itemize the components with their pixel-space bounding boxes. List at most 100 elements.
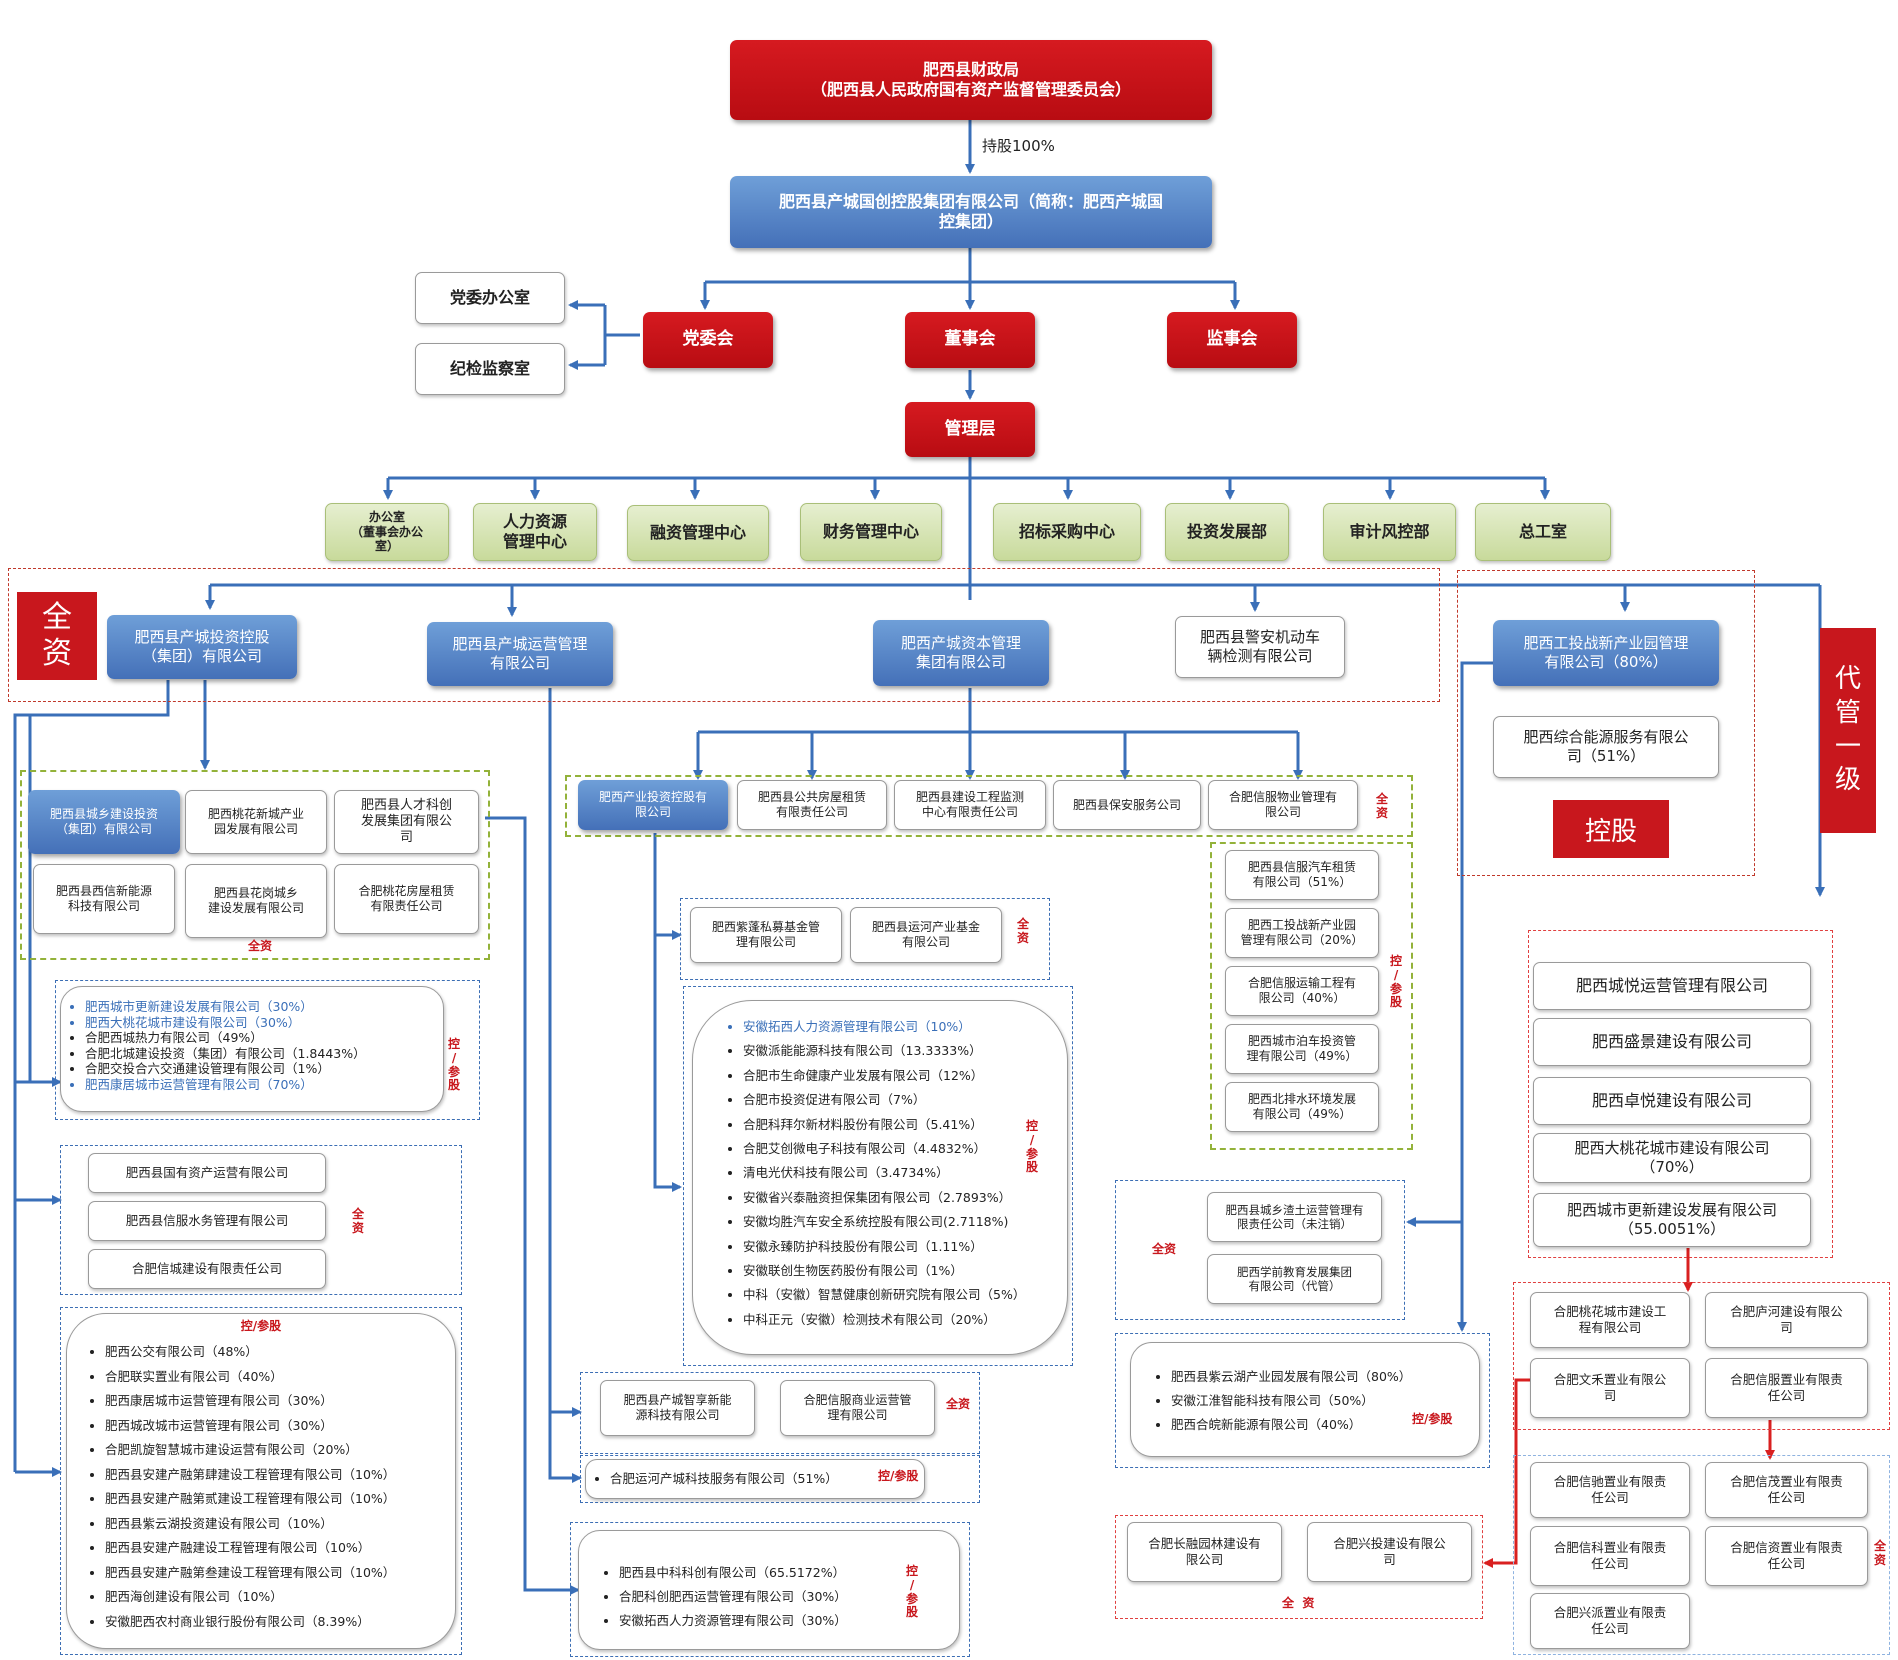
invest-sub-1[interactable]: 肥西县城乡建设投资 （集团）有限公司 (28, 790, 180, 854)
invest-ctrl2-item[interactable]: 合肥联实置业有限公司（40%） (105, 1365, 455, 1390)
capital-sub-2[interactable]: 肥西县公共房屋租赁 有限责任公司 (737, 780, 887, 830)
capital-sub-3[interactable]: 肥西县建设工程监测 中心有限责任公司 (894, 780, 1046, 830)
invest-sub-6[interactable]: 合肥桃花房屋租赁 有限责任公司 (334, 864, 479, 934)
managed-3[interactable]: 肥西卓悦建设有限公司 (1533, 1077, 1811, 1125)
invest-full2-1[interactable]: 肥西县国有资产运营有限公司 (88, 1153, 326, 1193)
invest-ctrl-item[interactable]: 合肥北城建设投资（集团）有限公司（1.8443%） (85, 1046, 443, 1062)
ops-ctrl-item[interactable]: 合肥运河产城科技服务有限公司（51%） (610, 1469, 924, 1489)
industry-ctrl-item[interactable]: 合肥市生命健康产业发展有限公司（12%） (743, 1064, 1067, 1088)
industry-ctrl-item[interactable]: 安徽均胜汽车安全系统控股有限公司(2.7118%) (743, 1210, 1067, 1234)
invest-sub-5[interactable]: 肥西县花岗城乡 建设发展有限公司 (185, 864, 327, 938)
invest-ctrl2-item[interactable]: 肥西县安建产融第叁建设工程管理有限公司（10%） (105, 1561, 455, 1586)
invest-ctrl2-item[interactable]: 安徽肥西农村商业银行股份有限公司（8.39%） (105, 1610, 455, 1635)
invest-ctrl2-item[interactable]: 肥西县安建产融第肆建设工程管理有限公司（10%） (105, 1463, 455, 1488)
invest-sub-3[interactable]: 肥西县人才科创 发展集团有限公 司 (334, 790, 479, 854)
invest-ctrl-item[interactable]: 肥西大桃花城市建设有限公司（30%） (85, 1015, 443, 1031)
industry-fund-2[interactable]: 肥西县运河产业基金 有限公司 (850, 907, 1002, 963)
invest-ctrl2-item[interactable]: 肥西县安建产融建设工程管理有限公司（10%） (105, 1536, 455, 1561)
dept-audit[interactable]: 审计风控部 (1323, 503, 1456, 561)
finance-bureau-node[interactable]: 肥西县财政局 （肥西县人民政府国有资产监督管理委员会） (730, 40, 1212, 120)
ops-ctrl2-item[interactable]: 安徽拓西人力资源管理有限公司（30%） (619, 1609, 959, 1633)
dept-hr[interactable]: 人力资源 管理中心 (473, 503, 597, 561)
invest-ctrl-item[interactable]: 肥西康居城市运营管理有限公司（70%） (85, 1077, 443, 1093)
industry-ctrl-item[interactable]: 安徽省兴泰融资担保集团有限公司（2.7893%） (743, 1186, 1067, 1210)
party-office-node[interactable]: 党委办公室 (415, 272, 565, 324)
industry-ctrl-item[interactable]: 安徽派能能源科技有限公司（13.3333%） (743, 1039, 1067, 1063)
managed-sub-2[interactable]: 合肥庐河建设有限公 司 (1705, 1292, 1868, 1348)
ops-sub-2[interactable]: 合肥信服商业运营管 理有限公司 (780, 1380, 935, 1436)
invest-ctrl-item[interactable]: 合肥西城热力有限公司（49%） (85, 1030, 443, 1046)
discipline-office-node[interactable]: 纪检监察室 (415, 343, 565, 395)
capital-ctrl-4[interactable]: 肥西城市泊车投资管 理有限公司（49%） (1225, 1024, 1379, 1074)
invest-sub-2[interactable]: 肥西桃花新城产业 园发展有限公司 (185, 790, 327, 854)
invest-ctrl2-item[interactable]: 肥西县安建产融第贰建设工程管理有限公司（10%） (105, 1487, 455, 1512)
managed-4[interactable]: 肥西大桃花城市建设有限公司 （70%） (1533, 1133, 1811, 1183)
capital-ctrl2-item[interactable]: 肥西合皖新能源有限公司（40%） (1171, 1413, 1479, 1437)
managed-sub2-1[interactable]: 合肥信驰置业有限责 任公司 (1530, 1462, 1690, 1518)
capital-cancel-2[interactable]: 肥西学前教育发展集团 有限公司（代管） (1207, 1254, 1382, 1304)
managed-left-2[interactable]: 合肥兴投建设有限公 司 (1307, 1522, 1472, 1582)
managed-sub2-2[interactable]: 合肥信茂置业有限责 任公司 (1705, 1462, 1868, 1518)
dept-office[interactable]: 办公室 （董事会办公 室） (325, 503, 449, 561)
invest-ctrl2-item[interactable]: 肥西海创建设有限公司（10%） (105, 1585, 455, 1610)
dept-investment[interactable]: 投资发展部 (1165, 503, 1289, 561)
invest-ctrl2-item[interactable]: 合肥凯旋智慧城市建设运营有限公司（20%） (105, 1438, 455, 1463)
industry-ctrl-item[interactable]: 合肥市投资促进有限公司（7%） (743, 1088, 1067, 1112)
invest-ctrl2-item[interactable]: 肥西康居城市运营管理有限公司（30%） (105, 1389, 455, 1414)
managed-sub-1[interactable]: 合肥桃花城市建设工 程有限公司 (1530, 1292, 1690, 1348)
invest-ctrl2-item[interactable]: 肥西公交有限公司（48%） (105, 1340, 455, 1365)
capital-ctrl2-item[interactable]: 肥西县紫云湖产业园发展有限公司（80%） (1171, 1365, 1479, 1389)
invest-sub-4[interactable]: 肥西县西信新能源 科技有限公司 (33, 864, 175, 934)
vehicle-test-node[interactable]: 肥西县警安机动车 辆检测有限公司 (1175, 616, 1345, 678)
party-committee-node[interactable]: 党委会 (643, 312, 773, 368)
industry-ctrl-item[interactable]: 合肥艾创微电子科技有限公司（4.4832%） (743, 1137, 1067, 1161)
ops-ctrl2-item[interactable]: 合肥科创肥西运营管理有限公司（30%） (619, 1585, 959, 1609)
capital-mgmt-node[interactable]: 肥西产城资本管理 集团有限公司 (873, 620, 1049, 686)
board-node[interactable]: 董事会 (905, 312, 1035, 368)
managed-sub-3[interactable]: 合肥文禾置业有限公 司 (1530, 1358, 1690, 1418)
invest-ctrl2-item[interactable]: 肥西城改城市运营管理有限公司（30%） (105, 1414, 455, 1439)
capital-ctrl-2[interactable]: 肥西工投战新产业园 管理有限公司（20%） (1225, 908, 1379, 958)
capital-cancel-1[interactable]: 肥西县城乡渣土运营管理有 限责任公司（未注销） (1207, 1192, 1382, 1242)
managed-sub2-3[interactable]: 合肥信科置业有限责 任公司 (1530, 1526, 1690, 1586)
invest-ctrl2-item[interactable]: 肥西县紫云湖投资建设有限公司（10%） (105, 1512, 455, 1537)
invest-holding-node[interactable]: 肥西县产城投资控股 （集团）有限公司 (107, 615, 297, 679)
industry-ctrl-item[interactable]: 合肥科拜尔新材料股份有限公司（5.41%） (743, 1113, 1067, 1137)
dept-procurement[interactable]: 招标采购中心 (993, 503, 1141, 561)
industry-fund-1[interactable]: 肥西紫蓬私募基金管 理有限公司 (690, 907, 842, 963)
invest-full2-3[interactable]: 合肥信城建设有限责任公司 (88, 1249, 326, 1289)
invest-full2-2[interactable]: 肥西县信服水务管理有限公司 (88, 1201, 326, 1241)
capital-sub-4[interactable]: 肥西县保安服务公司 (1053, 780, 1201, 830)
ops-sub-1[interactable]: 肥西县产城智享新能 源科技有限公司 (600, 1380, 755, 1436)
invest-ctrl-item[interactable]: 肥西城市更新建设发展有限公司（30%） (85, 999, 443, 1015)
supervisory-board-node[interactable]: 监事会 (1167, 312, 1297, 368)
managed-sub2-5[interactable]: 合肥兴派置业有限责 任公司 (1530, 1593, 1690, 1649)
industry-ctrl-item[interactable]: 清电光伏科技有限公司（3.4734%） (743, 1161, 1067, 1185)
management-node[interactable]: 管理层 (905, 402, 1035, 457)
industry-ctrl-item[interactable]: 安徽拓西人力资源管理有限公司（10%） (743, 1015, 1067, 1039)
group-company-node[interactable]: 肥西县产城国创控股集团有限公司（简称：肥西产城国 控集团） (730, 176, 1212, 248)
managed-left-1[interactable]: 合肥长融园林建设有 限公司 (1127, 1522, 1282, 1582)
capital-ctrl-3[interactable]: 合肥信服运输工程有 限公司（40%） (1225, 966, 1379, 1016)
industry-ctrl-item[interactable]: 安徽联创生物医药股份有限公司（1%） (743, 1259, 1067, 1283)
industrial-park-node[interactable]: 肥西工投战新产业园管理 有限公司（80%） (1493, 620, 1719, 686)
dept-chief-engineer[interactable]: 总工室 (1475, 503, 1611, 561)
capital-ctrl2-item[interactable]: 安徽江淮智能科技有限公司（50%） (1171, 1389, 1479, 1413)
dept-accounting[interactable]: 财务管理中心 (800, 503, 942, 561)
industry-ctrl-item[interactable]: 中科正元（安徽）检测技术有限公司（20%） (743, 1308, 1067, 1332)
managed-sub-4[interactable]: 合肥信服置业有限责 任公司 (1705, 1358, 1868, 1418)
capital-ctrl-5[interactable]: 肥西北排水环境发展 有限公司（49%） (1225, 1082, 1379, 1132)
invest-ctrl-item[interactable]: 合肥交投合六交通建设管理有限公司（1%） (85, 1061, 443, 1077)
industry-invest-node[interactable]: 肥西产业投资控股有 限公司 (578, 780, 728, 830)
managed-1[interactable]: 肥西城悦运营管理有限公司 (1533, 962, 1811, 1010)
ops-ctrl2-item[interactable]: 肥西县中科科创有限公司（65.5172%） (619, 1561, 959, 1585)
managed-5[interactable]: 肥西城市更新建设发展有限公司 （55.0051%） (1533, 1193, 1811, 1247)
managed-2[interactable]: 肥西盛景建设有限公司 (1533, 1018, 1811, 1066)
dept-finance-mgmt[interactable]: 融资管理中心 (627, 505, 769, 561)
ops-mgmt-node[interactable]: 肥西县产城运营管理 有限公司 (427, 622, 613, 686)
industry-ctrl-item[interactable]: 安徽永臻防护科技股份有限公司（1.11%） (743, 1235, 1067, 1259)
capital-sub-5[interactable]: 合肥信服物业管理有 限公司 (1208, 780, 1358, 830)
energy-service-node[interactable]: 肥西综合能源服务有限公 司（51%） (1493, 716, 1719, 778)
managed-sub2-4[interactable]: 合肥信资置业有限责 任公司 (1705, 1526, 1868, 1586)
capital-ctrl-1[interactable]: 肥西县信服汽车租赁 有限公司（51%） (1225, 850, 1379, 900)
